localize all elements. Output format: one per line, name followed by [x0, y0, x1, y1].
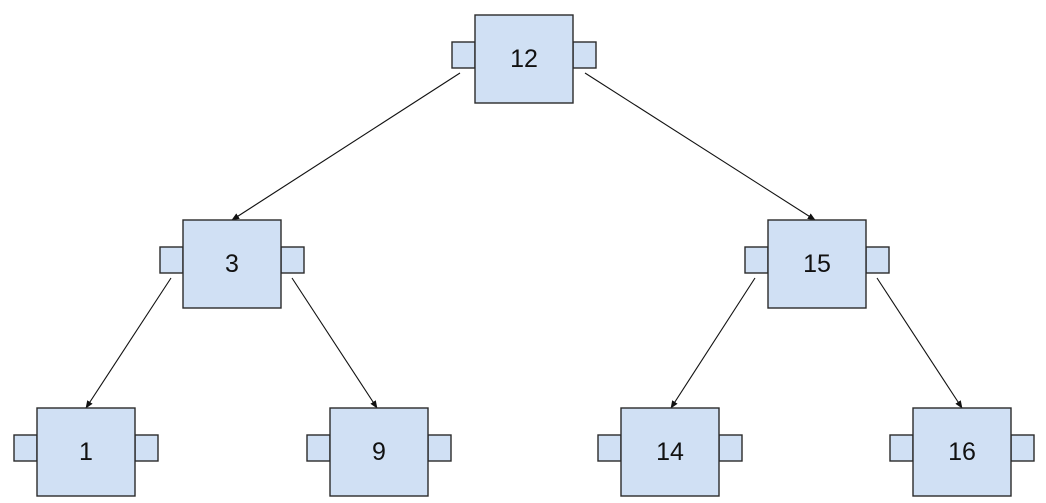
tree-node-n9: 9: [306, 407, 452, 497]
node-box: [36, 407, 136, 497]
node-box: [912, 407, 1012, 497]
node-value-label: 3: [225, 250, 239, 278]
left-pointer-tab: [159, 246, 184, 274]
left-pointer-tab: [597, 434, 622, 462]
right-pointer-tab: [427, 434, 452, 462]
right-pointer-tab: [134, 434, 159, 462]
node-box: [620, 407, 720, 497]
edge-arrow-n15-n14: [670, 277, 756, 409]
node-box: [474, 14, 574, 104]
edge-arrow-n3-n9: [291, 277, 378, 409]
node-box: [182, 219, 282, 309]
edge-arrow-n15-n16: [876, 277, 963, 409]
nodes-layer: 12 3 15 1 9 14 16: [13, 14, 1035, 497]
right-pointer-tab: [718, 434, 743, 462]
edge-arrow-n12-n3: [231, 72, 461, 221]
tree-node-n15: 15: [744, 219, 890, 309]
left-pointer-tab: [13, 434, 38, 462]
node-box: [329, 407, 429, 497]
node-box: [767, 219, 867, 309]
tree-node-n1: 1: [13, 407, 159, 497]
edge-arrow-n12-n15: [584, 72, 816, 221]
left-pointer-tab: [451, 41, 476, 69]
node-value-label: 9: [372, 438, 386, 466]
left-pointer-tab: [306, 434, 331, 462]
right-pointer-tab: [1010, 434, 1035, 462]
tree-node-n14: 14: [597, 407, 743, 497]
node-value-label: 1: [79, 438, 93, 466]
tree-node-n3: 3: [159, 219, 305, 309]
edge-arrow-n3-n1: [85, 277, 172, 409]
left-pointer-tab: [744, 246, 769, 274]
left-pointer-tab: [889, 434, 914, 462]
node-value-label: 16: [948, 438, 976, 466]
tree-node-n12: 12: [451, 14, 597, 104]
right-pointer-tab: [280, 246, 305, 274]
right-pointer-tab: [865, 246, 890, 274]
edges-layer: [85, 72, 963, 409]
node-value-label: 12: [510, 45, 538, 73]
right-pointer-tab: [572, 41, 597, 69]
tree-node-n16: 16: [889, 407, 1035, 497]
node-value-label: 14: [656, 438, 684, 466]
node-value-label: 15: [803, 250, 831, 278]
